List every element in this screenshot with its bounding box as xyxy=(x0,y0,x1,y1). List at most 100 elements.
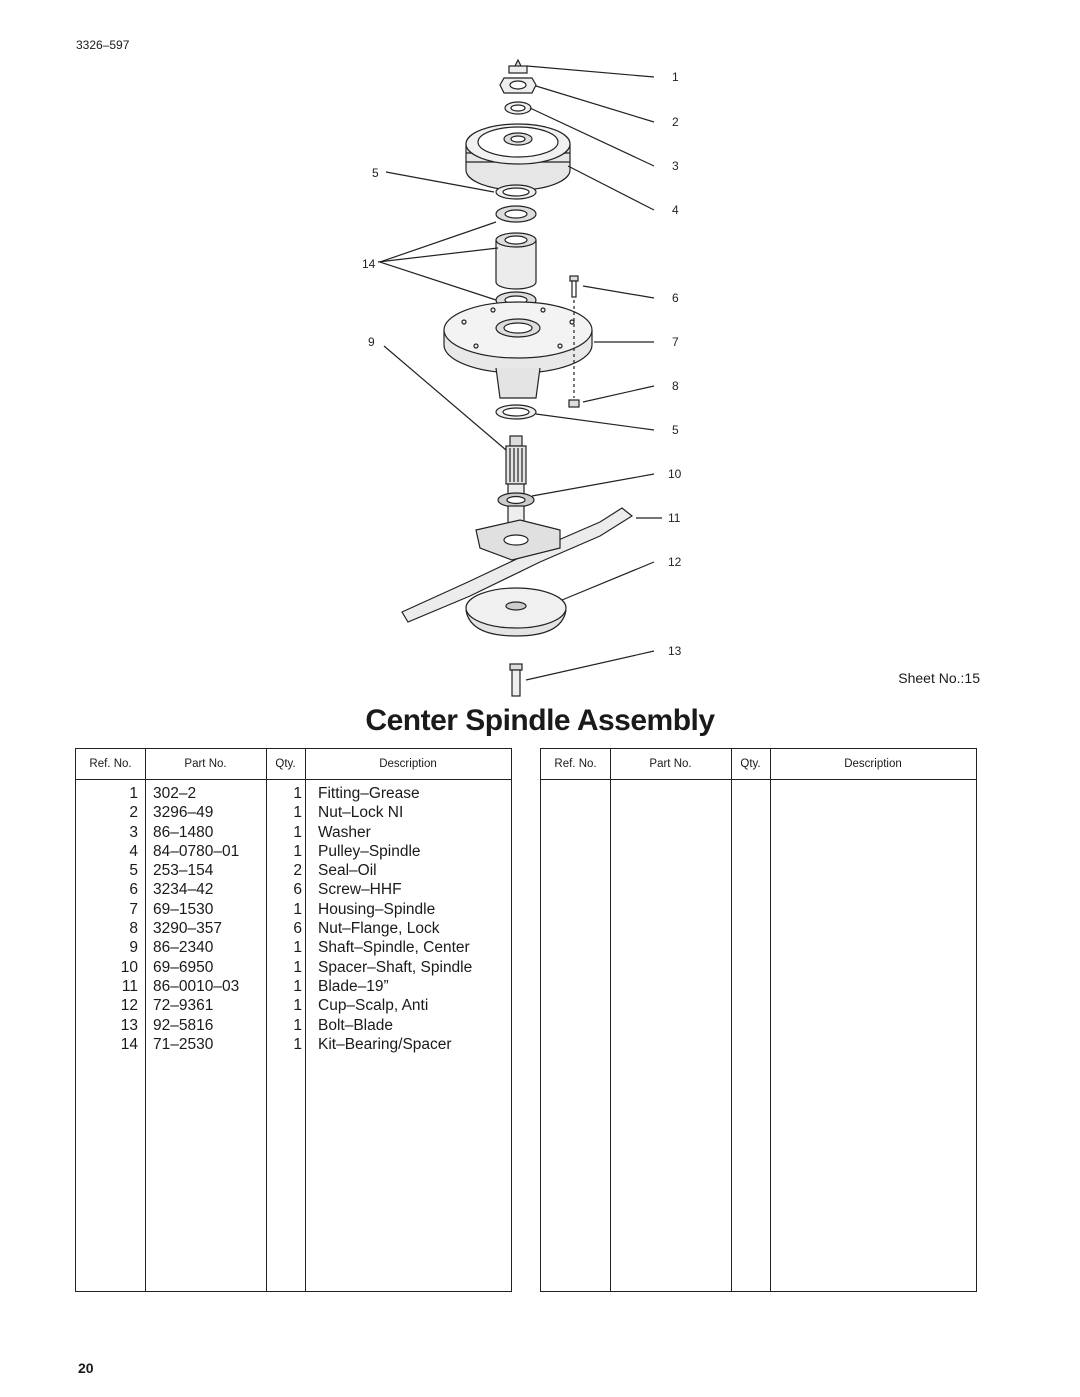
part-no-cell: 253–154 xyxy=(153,862,214,880)
callout-11: 11 xyxy=(668,511,681,525)
shaft-spacer-part xyxy=(497,492,535,527)
callout-3: 3 xyxy=(672,159,679,173)
qty-cell: 2 xyxy=(293,862,302,880)
qty-cell: 6 xyxy=(293,920,302,938)
qty-cell: 1 xyxy=(293,900,302,918)
description-cell: Screw–HHF xyxy=(318,881,402,899)
bearing-spacer-part xyxy=(495,232,537,290)
parts-table-right: Ref. No. Part No. Qty. Description xyxy=(540,748,977,1292)
description-cell: Seal–Oil xyxy=(318,862,377,880)
description-cell: Fitting–Grease xyxy=(318,785,420,802)
callout-2: 2 xyxy=(672,115,679,129)
table-header: Ref. No. Part No. Qty. Description xyxy=(541,749,976,780)
header-qty: Qty. xyxy=(275,758,296,770)
part-no-cell: 71–2530 xyxy=(153,1035,214,1053)
ref-cell: 5 xyxy=(129,862,138,880)
part-no-cell: 3234–42 xyxy=(153,881,214,899)
description-cell: Cup–Scalp, Anti xyxy=(318,997,429,1015)
ref-cell: 7 xyxy=(129,900,138,918)
ref-cell: 2 xyxy=(129,804,138,822)
sheet-number: Sheet No.:15 xyxy=(898,670,980,686)
part-no-cell: 84–0780–01 xyxy=(153,842,240,860)
ref-cell: 8 xyxy=(129,920,138,938)
screw-part xyxy=(569,275,579,398)
description-cell: Kit–Bearing/Spacer xyxy=(318,1035,452,1053)
ref-cell: 14 xyxy=(120,1035,138,1053)
spindle-housing-part xyxy=(443,301,593,399)
header-desc: Description xyxy=(844,758,902,770)
ref-cell: 9 xyxy=(129,939,138,957)
header-ref: Ref. No. xyxy=(89,758,132,770)
qty-cell: 1 xyxy=(293,1016,302,1034)
part-no-cell: 302–2 xyxy=(153,785,197,802)
part-no-cell: 86–2340 xyxy=(153,939,214,957)
qty-cell: 1 xyxy=(293,804,302,822)
qty-cell: 1 xyxy=(293,823,302,841)
description-cell: Washer xyxy=(318,823,371,841)
callout-12: 12 xyxy=(668,555,682,569)
callout-5-bottom: 5 xyxy=(672,423,679,437)
part-no-cell: 69–6950 xyxy=(153,958,214,976)
header-desc: Description xyxy=(379,758,437,770)
part-no-cell: 92–5816 xyxy=(153,1016,214,1034)
table-row: 14 71–2530 1 Kit–Bearing/Spacer xyxy=(76,1036,511,1055)
description-cell: Pulley–Spindle xyxy=(318,842,421,860)
part-no-cell: 3296–49 xyxy=(153,804,214,822)
qty-cell: 1 xyxy=(293,997,302,1015)
document-id: 3326–597 xyxy=(76,38,130,52)
table-header: Ref. No. Part No. Qty. Description xyxy=(76,749,511,780)
flange-nut-part xyxy=(568,399,580,408)
table-row: 5 253–154 2 Seal–Oil xyxy=(76,862,511,881)
ref-cell: 11 xyxy=(121,977,138,995)
description-cell: Nut–Lock NI xyxy=(318,804,404,822)
header-ref: Ref. No. xyxy=(554,758,597,770)
table-row: 7 69–1530 1 Housing–Spindle xyxy=(76,901,511,920)
qty-cell: 1 xyxy=(293,842,302,860)
ref-cell: 3 xyxy=(129,823,138,841)
ref-cell: 4 xyxy=(129,842,138,860)
description-cell: Bolt–Blade xyxy=(318,1016,393,1034)
part-no-cell: 69–1530 xyxy=(153,900,214,918)
callout-7: 7 xyxy=(672,335,679,349)
seal-bottom-part xyxy=(495,404,537,420)
pulley-part xyxy=(465,123,571,191)
callout-8: 8 xyxy=(672,379,679,393)
description-cell: Nut–Flange, Lock xyxy=(318,920,440,938)
table-row: 3 86–1480 1 Washer xyxy=(76,824,511,843)
header-part: Part No. xyxy=(184,758,227,770)
table-row: 12 72–9361 1 Cup–Scalp, Anti xyxy=(76,997,511,1016)
qty-cell: 6 xyxy=(293,881,302,899)
page-number: 20 xyxy=(78,1360,94,1376)
spindle-shaft-part xyxy=(505,435,527,497)
callout-leaders xyxy=(377,65,662,681)
table-row: 2 3296–49 1 Nut–Lock NI xyxy=(76,804,511,823)
description-cell: Blade–19” xyxy=(318,977,389,995)
description-cell: Housing–Spindle xyxy=(318,900,436,918)
part-no-cell: 72–9361 xyxy=(153,997,214,1015)
description-cell: Spacer–Shaft, Spindle xyxy=(318,958,473,976)
callout-10: 10 xyxy=(668,467,682,481)
callout-4: 4 xyxy=(672,203,679,217)
ref-cell: 1 xyxy=(129,785,138,802)
part-no-cell: 86–1480 xyxy=(153,823,214,841)
callout-13: 13 xyxy=(668,644,682,658)
washer-part xyxy=(504,101,532,115)
bearing-top-part xyxy=(495,205,537,223)
anti-scalp-cup-part xyxy=(465,587,567,637)
qty-cell: 1 xyxy=(293,1035,302,1053)
callout-9: 9 xyxy=(368,335,375,349)
callout-5-top: 5 xyxy=(372,166,379,180)
qty-cell: 1 xyxy=(293,977,302,995)
ref-cell: 10 xyxy=(120,958,138,976)
ref-cell: 12 xyxy=(120,997,138,1015)
blade-part xyxy=(401,507,634,623)
page-title: Center Spindle Assembly xyxy=(365,704,715,737)
callout-6: 6 xyxy=(672,291,679,305)
exploded-parts-diagram: 1 2 3 4 5 6 7 8 5 10 11 12 13 14 9 xyxy=(362,58,682,697)
header-qty: Qty. xyxy=(740,758,761,770)
